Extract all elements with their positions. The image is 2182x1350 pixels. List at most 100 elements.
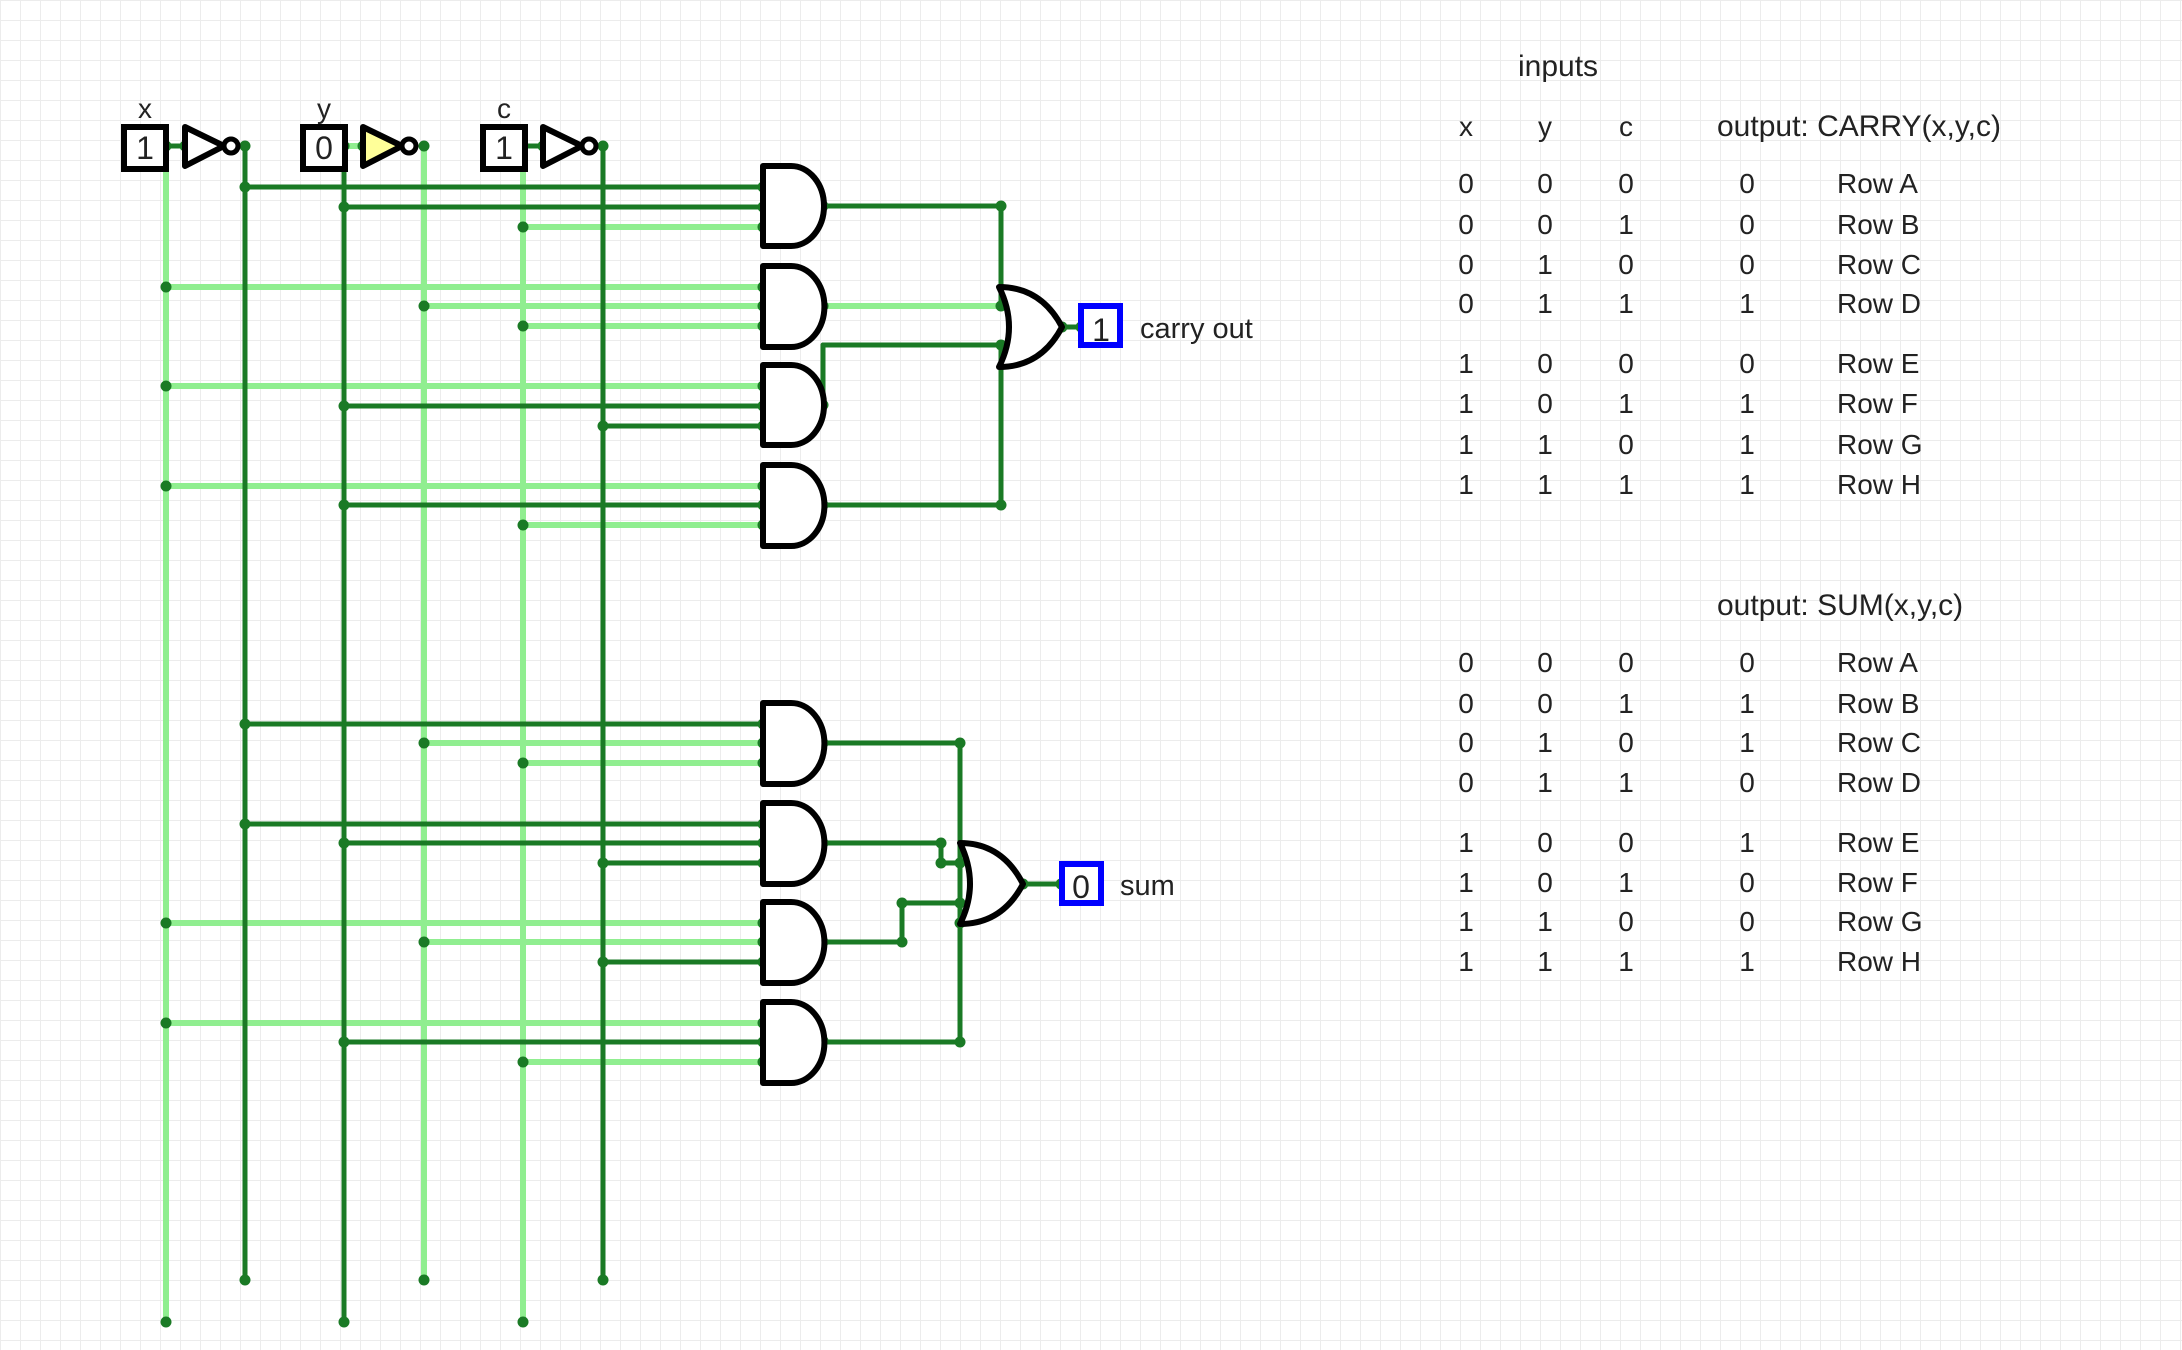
input-pin-y xyxy=(300,124,348,172)
sum-row-6-name: Row F xyxy=(1837,867,1918,898)
carry-row-4-out: 1 xyxy=(1739,288,1755,319)
junction-dot xyxy=(239,718,251,730)
carry-row-6-y: 0 xyxy=(1537,388,1553,419)
carry-row-1-name: Row A xyxy=(1837,168,1918,199)
carry-row-1-out: 0 xyxy=(1739,168,1755,199)
junction-dot xyxy=(995,200,1007,212)
junction-dot xyxy=(418,1274,430,1286)
sum-row-3-name: Row C xyxy=(1837,727,1922,758)
carry-row-8-y: 1 xyxy=(1537,469,1553,500)
carry-row-6-out: 1 xyxy=(1739,388,1755,419)
carry-table-title: output: CARRY(x,y,c) xyxy=(1717,110,2001,143)
carry-row-5-c: 0 xyxy=(1618,348,1634,379)
gates xyxy=(182,124,1065,1086)
carry-row-3-c: 0 xyxy=(1618,249,1634,280)
junction-dot xyxy=(517,320,529,332)
junction-dot xyxy=(597,1274,609,1286)
junction-dot xyxy=(517,519,529,531)
junction-dot xyxy=(517,1316,529,1328)
junction-dot xyxy=(954,857,966,869)
carry-row-1-y: 0 xyxy=(1537,168,1553,199)
inverter-c xyxy=(540,124,585,169)
wires-off xyxy=(163,143,1004,1325)
junction-dot xyxy=(160,1316,172,1328)
carry-row-2-out: 0 xyxy=(1739,209,1755,240)
inverter-x xyxy=(182,124,227,169)
carry-row-7-name: Row G xyxy=(1837,429,1923,460)
sum-row-5-out: 1 xyxy=(1739,827,1755,858)
sum-row-7-x: 1 xyxy=(1458,906,1474,937)
output-pin-sum xyxy=(1059,861,1104,906)
junction-dot xyxy=(160,380,172,392)
carry-row-3-out: 0 xyxy=(1739,249,1755,280)
carry-row-8-x: 1 xyxy=(1458,469,1474,500)
carry-row-4-c: 1 xyxy=(1618,288,1634,319)
sum-row-6-y: 0 xyxy=(1537,867,1553,898)
sum-row-8-c: 1 xyxy=(1618,946,1634,977)
inverter-c-bubble xyxy=(579,136,599,156)
junction-dot xyxy=(418,936,430,948)
junction-dot xyxy=(954,737,966,749)
and-gate-3 xyxy=(760,362,827,448)
or-gate-sum xyxy=(957,840,1026,927)
junction-dot xyxy=(160,480,172,492)
input-pin-x xyxy=(121,124,169,172)
inverter-y xyxy=(360,124,405,169)
sum-row-8-name: Row H xyxy=(1837,946,1922,977)
carry-row-4-y: 1 xyxy=(1537,288,1553,319)
junction-dot xyxy=(338,499,350,511)
and-gate-4 xyxy=(760,462,828,549)
carry-row-4-x: 0 xyxy=(1458,288,1474,319)
carry-row-4-name: Row D xyxy=(1837,288,1922,319)
inputs-title: inputs xyxy=(1518,50,1599,83)
sum-row-5-x: 1 xyxy=(1458,827,1474,858)
junction-dot xyxy=(517,1056,529,1068)
junction-dot xyxy=(338,1036,350,1048)
sum-row-8-x: 1 xyxy=(1458,946,1474,977)
carry-row-8-name: Row H xyxy=(1837,469,1922,500)
sum-row-1-name: Row A xyxy=(1837,647,1918,678)
sum-row-8-y: 1 xyxy=(1537,946,1553,977)
carry-row-3-name: Row C xyxy=(1837,249,1922,280)
inverter-y-bubble xyxy=(399,136,419,156)
junction-dot xyxy=(338,837,350,849)
carry-row-2-name: Row B xyxy=(1837,209,1920,240)
sum-row-1-x: 0 xyxy=(1458,647,1474,678)
sum-row-6-c: 1 xyxy=(1618,867,1634,898)
sum-row-1-y: 0 xyxy=(1537,647,1553,678)
carry-row-5-x: 1 xyxy=(1458,348,1474,379)
output-value-sum: 0 xyxy=(1072,869,1090,905)
sum-row-3-out: 1 xyxy=(1739,727,1755,758)
and-gate-2 xyxy=(760,263,828,350)
input-pin-c xyxy=(480,124,528,172)
junction-dot xyxy=(597,140,609,152)
sum-row-4-c: 1 xyxy=(1618,767,1634,798)
junction-dot xyxy=(995,499,1007,511)
junction-dot xyxy=(597,956,609,968)
sum-row-8-out: 1 xyxy=(1739,946,1755,977)
junction-dot xyxy=(517,221,529,233)
junction-dot xyxy=(160,281,172,293)
carry-row-1-c: 0 xyxy=(1618,168,1634,199)
output-label-sum: sum xyxy=(1120,870,1175,902)
junction-dots xyxy=(160,140,1087,1328)
and-gate-7 xyxy=(760,899,828,986)
sum-row-4-x: 0 xyxy=(1458,767,1474,798)
sum-row-7-y: 1 xyxy=(1537,906,1553,937)
carry-row-7-y: 1 xyxy=(1537,429,1553,460)
sum-row-4-out: 0 xyxy=(1739,767,1755,798)
sum-row-5-c: 0 xyxy=(1618,827,1634,858)
carry-row-8-c: 1 xyxy=(1618,469,1634,500)
sum-row-2-name: Row B xyxy=(1837,688,1920,719)
carry-row-7-c: 0 xyxy=(1618,429,1634,460)
junction-dot xyxy=(160,1017,172,1029)
junction-dot xyxy=(896,897,908,909)
wires-on xyxy=(147,143,1086,1325)
carry-row-1-x: 0 xyxy=(1458,168,1474,199)
or-gate-carry xyxy=(996,284,1065,370)
junction-dot xyxy=(160,917,172,929)
junction-dot xyxy=(517,757,529,769)
carry-row-6-name: Row F xyxy=(1837,388,1918,419)
carry-row-8-out: 1 xyxy=(1739,469,1755,500)
